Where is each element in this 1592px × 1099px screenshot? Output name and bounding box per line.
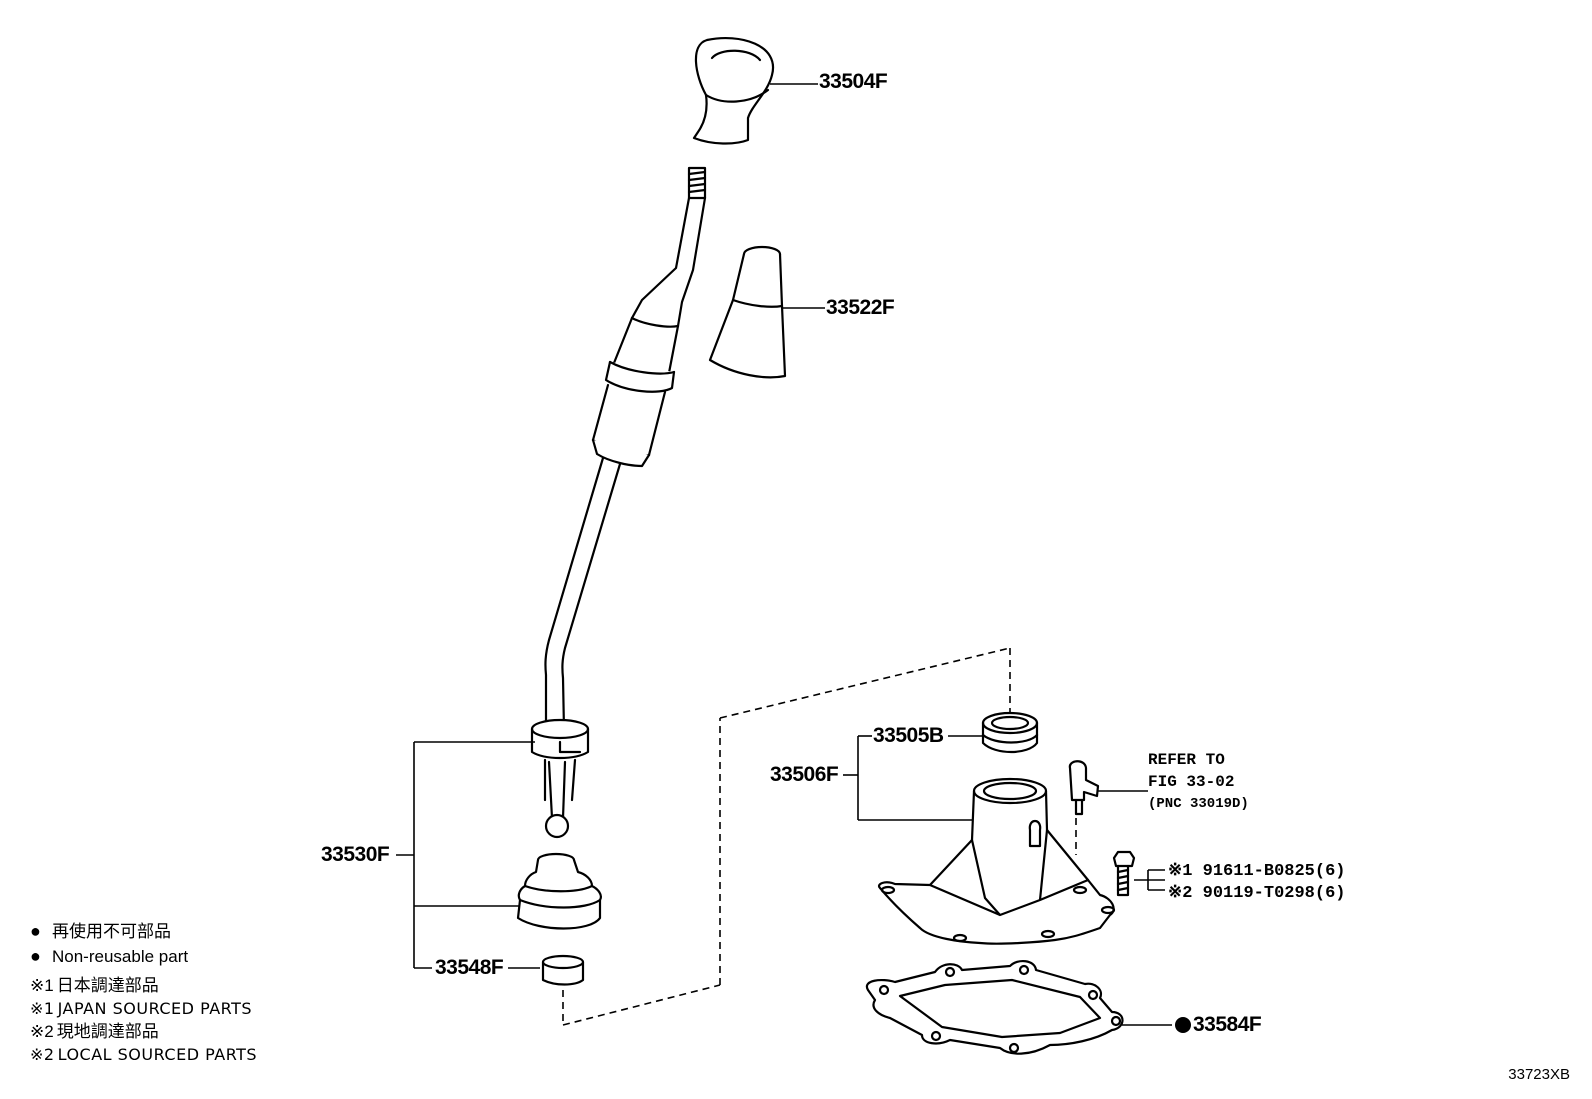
boot-lower-drawing [516,852,602,930]
part-label-knob: 33504F [819,70,888,93]
part-label-bushing: 33548F [435,956,504,979]
legend-text: 日本調達部品 [56,976,159,995]
housing-drawing [877,777,1116,945]
legend-japan-en: ※1 JAPAN SOURCED PARTS [30,997,252,1020]
non-reusable-dot [1175,1017,1191,1033]
legend-mark: ※1 [30,999,55,1018]
boot-upper-drawing [708,245,787,379]
shift-lever-drawing [530,166,707,839]
legend-text: JAPAN SOURCED PARTS [57,999,253,1018]
legend-text: 現地調達部品 [56,1022,159,1041]
breather-drawing [1068,760,1100,816]
gasket-drawing [865,960,1124,1055]
legend-local-jp: ※2 現地調達部品 [30,1020,159,1043]
legend-dot-icon: ● [30,946,41,966]
bolt-note-2-mark: ※2 [1168,884,1193,903]
bolt-note-2: ※2 90119-T0298(6) [1168,884,1345,904]
figure-code: 33723XB [1508,1066,1570,1083]
bolt-note-2-part: 90119-T0298(6) [1202,884,1346,903]
legend-local-en: ※2 LOCAL SOURCED PARTS [30,1043,257,1066]
refer-to-line2: FIG 33-02 [1148,773,1235,791]
part-label-gasket: 33584F [1193,1013,1262,1036]
part-label-housing-assy: 33506F [770,763,839,786]
shift-knob-drawing [692,36,775,145]
bushing-drawing [541,954,585,986]
legend-nonreusable-jp: ● 再使用不可部品 [30,920,171,943]
legend-mark: ※1 [30,976,54,995]
legend-mark: ※2 [30,1022,54,1041]
legend-dot-icon: ● [30,921,41,941]
bolt-drawing [1112,850,1136,897]
legend-nonreusable-en: ● Non-reusable part [30,945,188,968]
refer-to-line3: (PNC 33019D) [1148,796,1249,812]
bolt-note-1-part: 91611-B0825(6) [1202,862,1346,881]
bolt-note-1-mark: ※1 [1168,862,1193,881]
bolt-note-1: ※1 91611-B0825(6) [1168,862,1345,882]
part-label-boot-upper: 33522F [826,296,895,319]
part-label-seal: 33505B [873,724,944,747]
legend-text: 再使用不可部品 [52,922,171,941]
legend-mark: ※2 [30,1045,55,1064]
legend-text: Non-reusable part [52,947,189,966]
legend-japan-jp: ※1 日本調達部品 [30,974,159,997]
refer-to-line1: REFER TO [1148,751,1225,769]
legend-text: LOCAL SOURCED PARTS [57,1045,258,1064]
part-label-lever-assy: 33530F [321,843,390,866]
seal-drawing [981,711,1039,753]
